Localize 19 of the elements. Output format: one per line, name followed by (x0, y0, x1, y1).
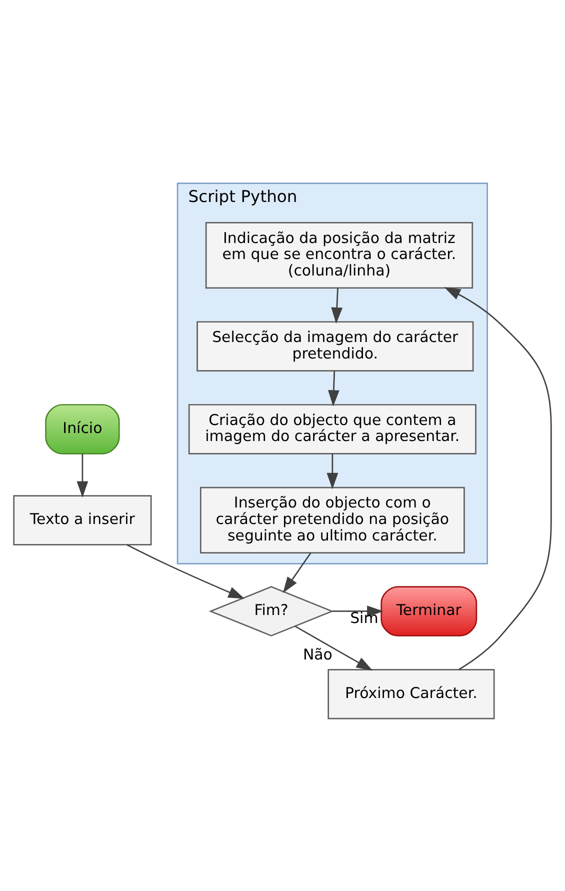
arrow (282, 552, 312, 594)
arrow (294, 626, 373, 671)
node-box: Criação do objecto que contem a imagem do carácter a apresentar. (188, 404, 476, 454)
arrow (331, 288, 343, 324)
node-box: Selecção da imagem do carácter pretendido. (196, 321, 474, 372)
node-box: Terminar (380, 586, 478, 636)
node-box: Inserção do objecto com o carácter pretendido na posição seguinte ao ultimo carácter. (200, 486, 465, 554)
arrow (126, 544, 245, 599)
node-box: Início (45, 404, 120, 454)
arrow (332, 606, 384, 617)
arrow (326, 454, 338, 490)
arrow (328, 370, 340, 406)
node-box: Indicação da posição da matriz em que se encontra o carácter. (coluna/linha) (205, 222, 474, 289)
node-box: Texto a inserir (13, 495, 152, 546)
node-box: Próximo Carácter. (328, 668, 495, 720)
arrow (444, 287, 552, 670)
arrow (76, 454, 88, 498)
edge-label: Não (302, 646, 332, 664)
edge-label: Sim (350, 609, 378, 628)
